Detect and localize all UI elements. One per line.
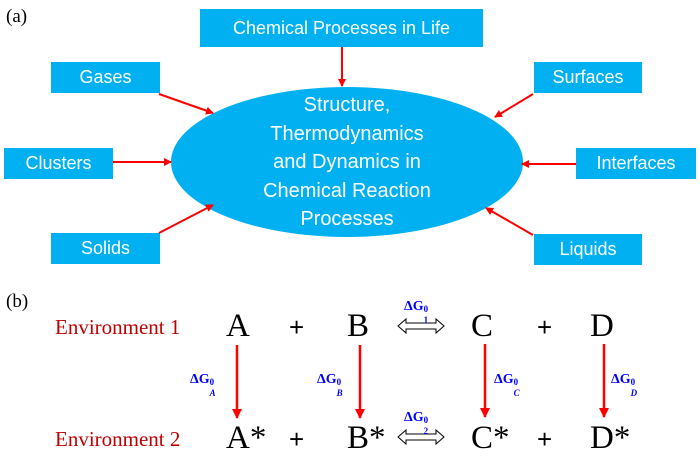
equilibrium-arrow-2 — [397, 428, 445, 446]
species-c: C — [471, 308, 494, 344]
equilibrium-arrow-1 — [397, 317, 445, 335]
central-ellipse — [171, 87, 523, 237]
arrow-from-gases — [158, 93, 214, 115]
plus-sign: + — [289, 312, 305, 342]
arrow-from-solids — [158, 204, 214, 234]
species-b-star: B* — [347, 420, 386, 456]
central-topic-text: Structure, Thermodynamics and Dynamics i… — [171, 91, 523, 234]
species-a-star: A* — [226, 420, 267, 456]
species-a: A — [226, 308, 250, 344]
environment-1-label: Environment 1 — [55, 315, 181, 339]
central-topic-line: Processes — [300, 208, 394, 230]
arrow-from-liquids — [485, 207, 534, 236]
plus-sign: + — [537, 424, 553, 454]
arrow-from-surfaces — [494, 93, 534, 118]
box-liquids: Liquids — [534, 234, 642, 265]
box-interfaces: Interfaces — [576, 148, 696, 179]
box-solids: Solids — [51, 233, 160, 264]
species-c-star: C* — [471, 420, 510, 456]
panel-b-label: (b) — [6, 291, 29, 312]
central-topic-line: Chemical Reaction — [263, 179, 431, 202]
box-chemical-processes-in-life: Chemical Processes in Life — [200, 9, 483, 47]
plus-sign: + — [289, 424, 305, 454]
box-gases: Gases — [51, 62, 160, 93]
central-topic-line: and Dynamics in — [273, 151, 421, 173]
central-topic-line: Thermodynamics — [270, 122, 424, 145]
species-d: D — [590, 308, 614, 344]
species-b: B — [347, 308, 370, 344]
species-d-star: D* — [590, 420, 631, 456]
central-topic-line: Structure, — [303, 94, 391, 116]
panel-a-label: (a) — [6, 6, 28, 27]
plus-sign: + — [537, 312, 553, 342]
box-clusters: Clusters — [4, 148, 113, 179]
environment-2-label: Environment 2 — [55, 427, 181, 451]
box-surfaces: Surfaces — [534, 62, 642, 93]
